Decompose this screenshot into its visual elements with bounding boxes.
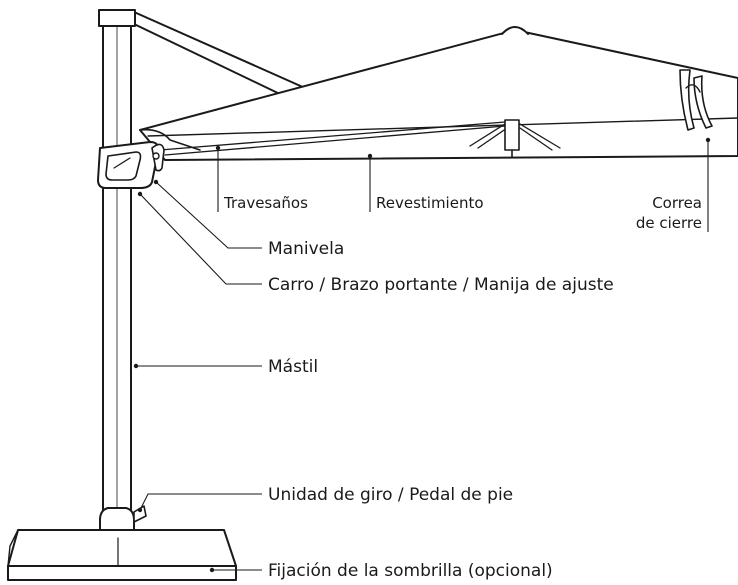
mast bbox=[98, 9, 136, 523]
umbrella-base bbox=[7, 529, 237, 581]
closing-strap bbox=[679, 69, 713, 131]
label-correa-line1: Correa bbox=[652, 194, 702, 212]
label-revestimiento: Revestimiento bbox=[376, 194, 484, 212]
label-correa-line2: de cierre bbox=[636, 214, 702, 232]
label-travesanos: Travesaños bbox=[223, 194, 308, 212]
label-manivela: Manivela bbox=[268, 239, 344, 259]
support-strut bbox=[133, 11, 306, 96]
leader-lines bbox=[133, 137, 711, 573]
canopy bbox=[139, 26, 738, 161]
carriage-assembly bbox=[97, 141, 165, 189]
label-fijacion: Fijación de la sombrilla (opcional) bbox=[268, 561, 553, 581]
label-mastil: Mástil bbox=[268, 357, 318, 377]
label-carro: Carro / Brazo portante / Manija de ajust… bbox=[268, 275, 614, 295]
label-unidad-giro: Unidad de giro / Pedal de pie bbox=[268, 485, 513, 505]
